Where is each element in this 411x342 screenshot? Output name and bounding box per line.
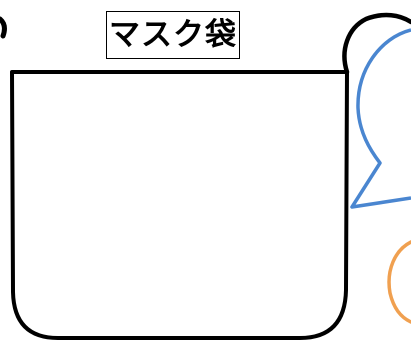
bag-flap [342, 12, 411, 75]
speech-bubble-shape [350, 28, 411, 209]
mask-bag-outline [10, 70, 349, 340]
title-label-box: マスク袋 [106, 11, 240, 59]
orange-shape [387, 240, 411, 324]
title-text: マスク袋 [109, 16, 237, 53]
left-edge-stroke [0, 16, 7, 39]
